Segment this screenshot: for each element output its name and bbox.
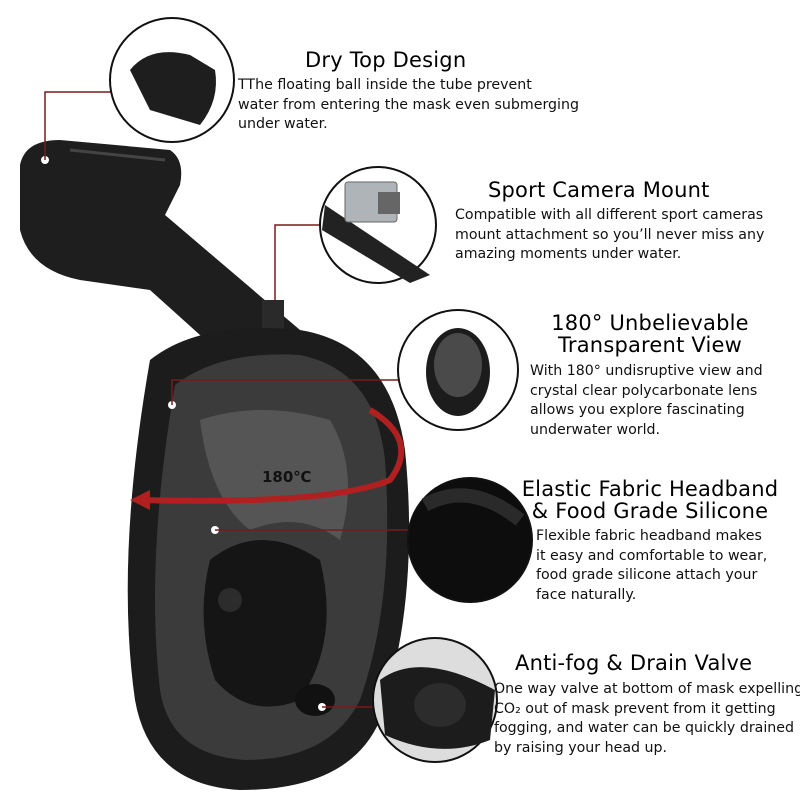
detail-circle-dry-top [109,17,235,143]
detail-circle-valve [372,637,498,763]
text-line: under water. [238,116,328,132]
title-line: Elastic Fabric Headband [521,477,779,501]
feature-description: Flexible fabric headband makes it easy a… [536,527,767,605]
feature-title: Elastic Fabric Headband & Food Grade Sil… [505,478,795,522]
text-line: face naturally. [536,586,637,603]
feature-title: Anti-fog & Drain Valve [515,651,753,675]
full-face-mask [41,156,410,790]
text-line: With 180° undisruptive view and [530,363,763,379]
detail-circle-front-view [397,309,519,431]
title-line: Transparent View [557,333,743,357]
text-line: Flexible fabric headband makes [536,528,762,544]
text-line: CO₂ out of mask prevent from it getting [494,700,776,717]
feature-description: One way valve at bottom of mask expellin… [494,680,800,758]
feature-description: With 180° undisruptive view and crystal … [530,362,763,440]
rotation-label: 180℃ [262,468,312,486]
detail-circle-headband [407,477,533,603]
text-line: mount attachment so you’ll never miss an… [455,226,765,243]
connector-lines [44,91,410,708]
text-line: it easy and comfortable to wear, [536,547,768,564]
feature-title: 180° Unbelievable Transparent View [530,312,770,356]
title-line: & Food Grade Silicone [531,499,769,523]
feature-description: TThe floating ball inside the tube preve… [238,76,579,135]
text-line: allows you explore fascinating [530,402,745,418]
feature-title: Dry Top Design [305,48,467,72]
text-line: One way valve at bottom of mask expellin… [494,681,800,697]
text-line: TThe floating ball inside the tube preve… [238,77,532,93]
title-line: 180° Unbelievable [551,311,749,335]
feature-description: Compatible with all different sport came… [455,206,764,265]
feature-title: Sport Camera Mount [488,178,710,202]
text-line: fogging, and water can be quickly draine… [494,720,795,736]
text-line: by raising your head up. [494,739,668,756]
text-line: crystal clear polycarbonate lens [530,382,758,399]
rotation-arrow-icon [139,407,405,504]
text-line: water from entering the mask even submer… [238,96,579,113]
text-line: underwater world. [530,421,661,438]
text-line: amazing moments under water. [455,246,682,262]
detail-circle-camera [319,166,437,284]
text-line: Compatible with all different sport came… [455,207,764,223]
text-line: food grade silicone attach your [536,567,758,583]
